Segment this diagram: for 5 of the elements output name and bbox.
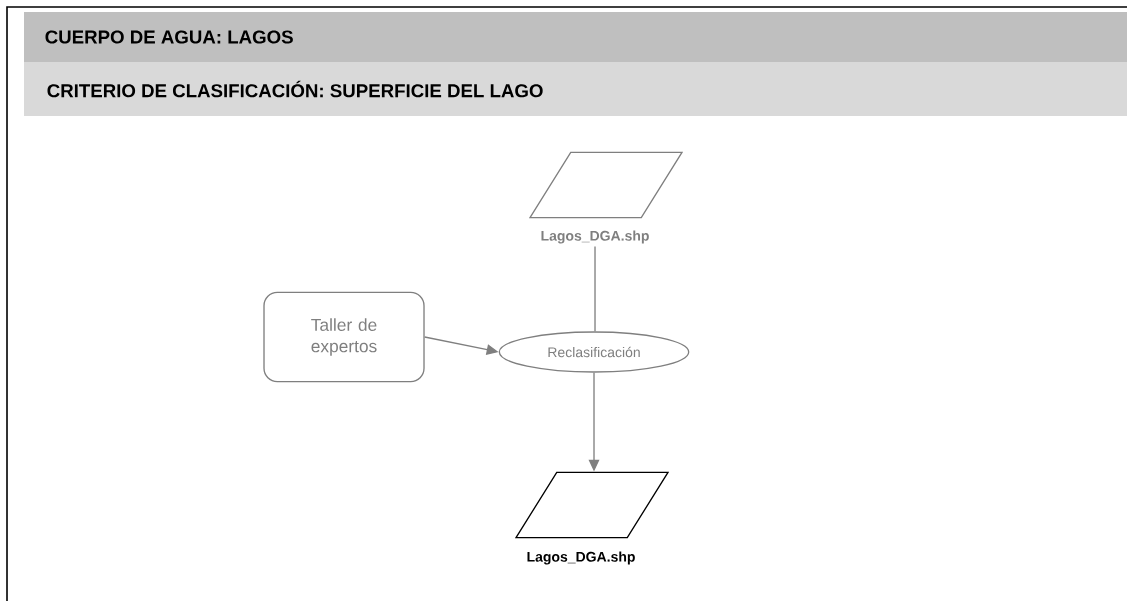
header-band: CRITERIO DE CLASIFICACIÓN: SUPERFICIE DEL LAGO: [24, 62, 1127, 116]
file-label: Lagos_DGA.shp: [527, 551, 635, 565]
file-label: Lagos_DGA.shp: [541, 230, 649, 244]
header-band: CUERPO DE AGUA: LAGOS: [24, 12, 1127, 62]
process-box: Taller de expertos: [263, 291, 425, 383]
